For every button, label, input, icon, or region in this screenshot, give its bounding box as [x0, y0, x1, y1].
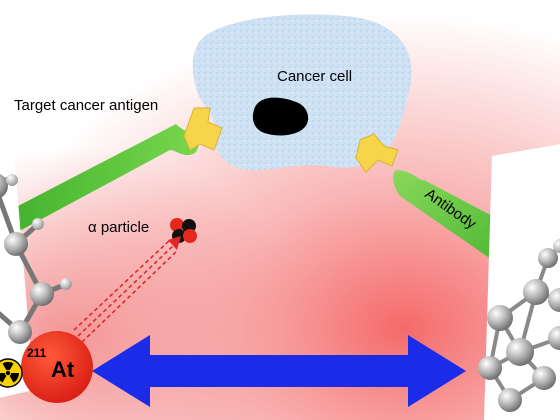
double-arrow: [92, 335, 466, 407]
cancer-cell-label: Cancer cell: [277, 68, 352, 85]
alpha-arrowhead: [168, 236, 181, 250]
antigen-right: [355, 133, 399, 173]
molecule-left: [0, 130, 72, 398]
molecule-right: [478, 144, 560, 420]
isotope-mass-number: 211: [27, 346, 47, 360]
cancer-cell: [192, 14, 412, 171]
antibody-left: [0, 124, 206, 236]
antigen-left: [183, 107, 223, 151]
target-antigen-label: Target cancer antigen: [14, 97, 158, 114]
alpha-particle: [170, 218, 197, 243]
isotope-symbol: At: [51, 357, 75, 382]
alpha-particle-label: α particle: [88, 219, 149, 236]
astatine-atom: [21, 331, 93, 403]
cell-nucleus: [252, 97, 309, 136]
radiation-trefoil-icon: [0, 358, 23, 388]
alpha-emission-arrows: [73, 239, 179, 343]
